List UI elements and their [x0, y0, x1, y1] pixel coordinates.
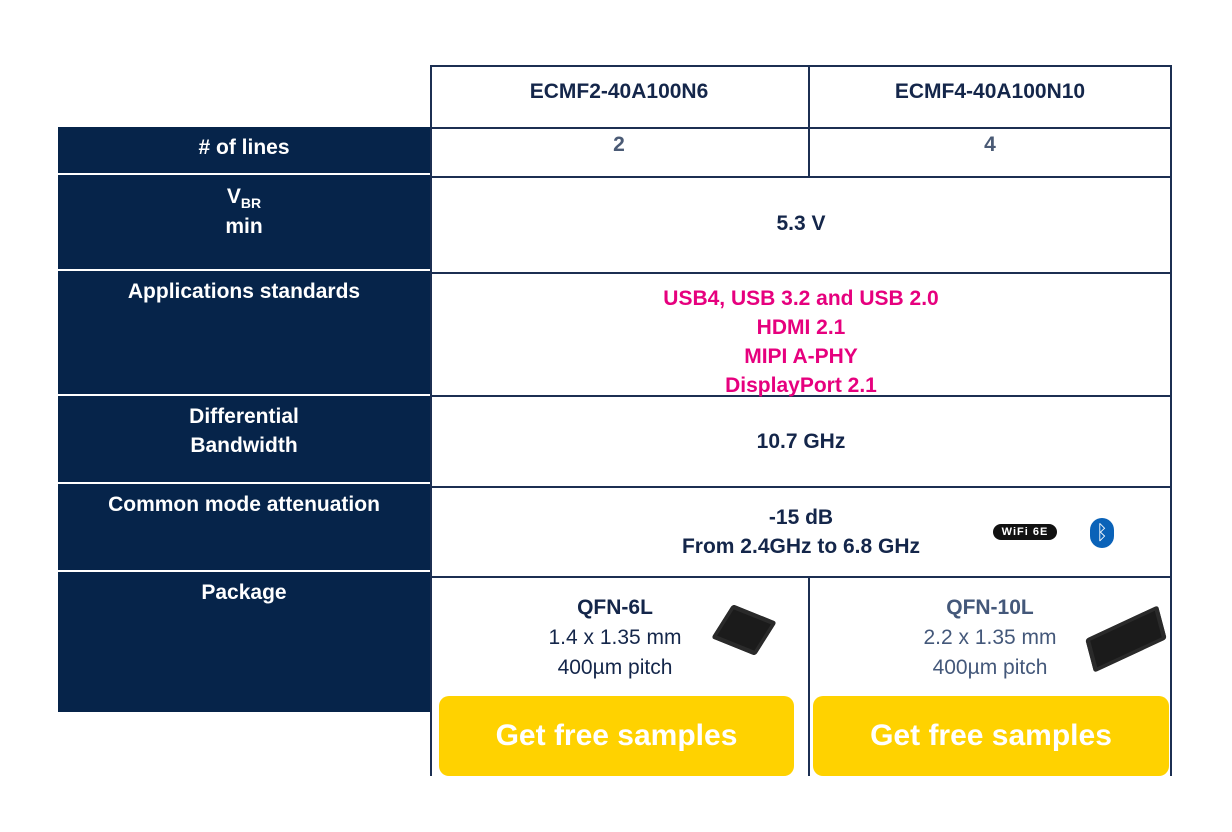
divider — [808, 577, 810, 776]
label-text: # of lines — [198, 136, 290, 159]
package-size: 2.2 x 1.35 mm — [923, 626, 1057, 649]
row-label-package: Package — [58, 572, 430, 712]
divider — [430, 176, 1172, 178]
vbr-value: 5.3 V — [776, 212, 826, 235]
divider — [430, 65, 432, 776]
label-text: Package — [201, 581, 287, 604]
bluetooth-icon: ᛒ — [1090, 518, 1114, 548]
lines-value-1: 2 — [613, 133, 625, 156]
divider — [430, 395, 1172, 397]
row-label-cm: Common mode attenuation — [58, 484, 430, 572]
divider — [808, 65, 810, 177]
label-text: V — [226, 185, 241, 208]
divider — [430, 576, 1172, 578]
apps-values: USB4, USB 3.2 and USB 2.0 HDMI 2.1 MIPI … — [430, 284, 1172, 400]
row-label-vbr: VBR min — [58, 175, 430, 271]
package-name: QFN-10L — [946, 596, 1034, 619]
lines-value-2: 4 — [984, 133, 996, 156]
app-standard: USB4, USB 3.2 and USB 2.0 — [663, 287, 939, 310]
package-name: QFN-6L — [577, 596, 653, 619]
bandwidth-value: 10.7 GHz — [756, 430, 846, 453]
app-standard: MIPI A-PHY — [744, 345, 858, 368]
get-free-samples-button-1[interactable]: Get free samples — [439, 696, 794, 776]
app-standard: HDMI 2.1 — [756, 316, 846, 339]
package-pitch: 400µm pitch — [557, 656, 673, 679]
label-text: Applications standards — [127, 280, 361, 303]
label-text: Differential — [189, 405, 299, 428]
row-label-lines: # of lines — [58, 127, 430, 175]
package-2: QFN-10L 2.2 x 1.35 mm 400µm pitch — [845, 593, 1135, 683]
label-text: min — [225, 215, 263, 239]
get-free-samples-button-2[interactable]: Get free samples — [813, 696, 1169, 776]
column-header-2: ECMF4-40A100N10 — [894, 80, 1086, 103]
divider — [430, 272, 1172, 274]
cm-value: -15 dB From 2.4GHz to 6.8 GHz — [430, 503, 1172, 561]
label-text: Bandwidth — [190, 434, 298, 457]
app-standard: DisplayPort 2.1 — [725, 374, 877, 397]
package-1: QFN-6L 1.4 x 1.35 mm 400µm pitch — [470, 593, 760, 683]
cm-range: From 2.4GHz to 6.8 GHz — [681, 535, 921, 558]
row-label-apps: Applications standards — [58, 271, 430, 396]
package-pitch: 400µm pitch — [932, 656, 1048, 679]
column-header-1: ECMF2-40A100N6 — [529, 80, 709, 103]
wifi-6e-icon: WiFi 6E — [993, 524, 1057, 540]
divider — [430, 486, 1172, 488]
label-subscript: BR — [240, 195, 262, 212]
package-size: 1.4 x 1.35 mm — [548, 626, 682, 649]
label-text: Common mode attenuation — [108, 493, 380, 516]
divider — [1170, 65, 1172, 776]
cm-attenuation: -15 dB — [768, 506, 834, 529]
